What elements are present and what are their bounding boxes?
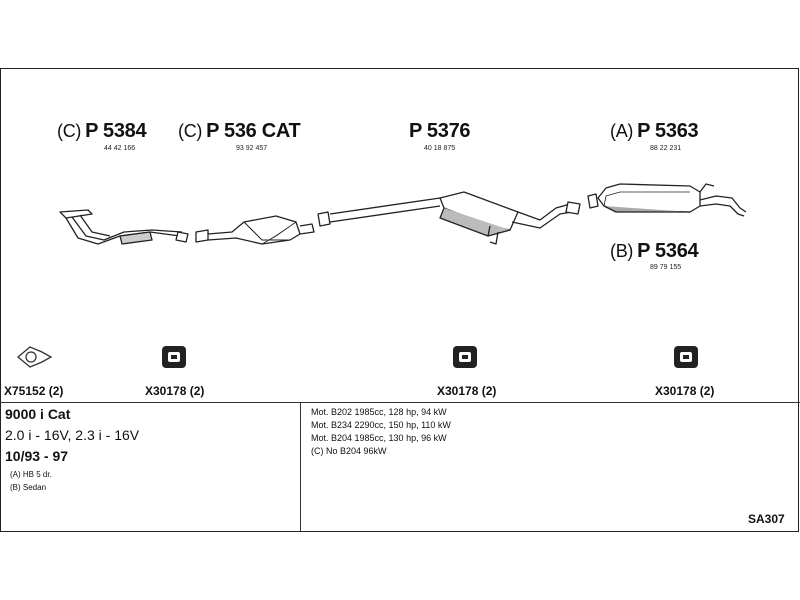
part-code: P 536 CAT bbox=[206, 120, 301, 142]
part-number-rear-a: 88 22 231 bbox=[650, 145, 682, 152]
part-number-middle: 40 18 875 bbox=[424, 145, 456, 152]
downpipe-part[interactable] bbox=[59, 209, 189, 245]
middle-section-part[interactable] bbox=[317, 191, 581, 245]
part-code: P 5384 bbox=[85, 120, 147, 142]
diagram-frame bbox=[0, 68, 799, 532]
gasket-label: X75152 (2) bbox=[4, 384, 64, 398]
part-label-rear-a: (A)P 5363 bbox=[610, 120, 699, 143]
part-number-rear-b: 89 79 155 bbox=[650, 264, 682, 271]
vehicle-variant: 2.0 i - 16V, 2.3 i - 16V bbox=[5, 427, 140, 443]
part-label-rear-b: (B)P 5364 bbox=[610, 240, 699, 263]
clamp-label: X30178 (2) bbox=[437, 384, 497, 398]
part-label-downpipe: (C)P 5384 bbox=[57, 120, 147, 143]
engine-line: Mot. B202 1985cc, 128 hp, 94 kW bbox=[311, 407, 447, 417]
vehicle-model: 9000 i Cat bbox=[5, 406, 71, 422]
part-code: P 5363 bbox=[637, 120, 699, 142]
gasket-icon[interactable] bbox=[16, 346, 53, 368]
info-column-divider bbox=[300, 402, 301, 532]
clamp-label: X30178 (2) bbox=[145, 384, 205, 398]
engine-line: Mot. B204 1985cc, 130 hp, 96 kW bbox=[311, 433, 447, 443]
vehicle-years: 10/93 - 97 bbox=[5, 448, 69, 464]
reference-code: SA307 bbox=[748, 512, 785, 526]
part-label-catalyst: (C)P 536 CAT bbox=[178, 120, 301, 143]
body-type-b: (B) Sedan bbox=[10, 483, 47, 492]
part-label-middle: P 5376 bbox=[409, 120, 471, 143]
part-prefix: (A) bbox=[610, 121, 634, 141]
rear-silencer-part[interactable] bbox=[587, 183, 747, 217]
catalyst-part[interactable] bbox=[195, 215, 315, 245]
part-prefix: (B) bbox=[610, 241, 634, 261]
part-number-catalyst: 93 92 457 bbox=[236, 145, 268, 152]
info-divider bbox=[0, 402, 800, 403]
engine-line: Mot. B234 2290cc, 150 hp, 110 kW bbox=[311, 420, 451, 430]
part-number-downpipe: 44 42 166 bbox=[104, 145, 136, 152]
clamp-label: X30178 (2) bbox=[655, 384, 715, 398]
part-code: P 5364 bbox=[637, 240, 699, 262]
body-type-a: (A) HB 5 dr. bbox=[10, 470, 52, 479]
part-prefix: (C) bbox=[178, 121, 203, 141]
part-prefix: (C) bbox=[57, 121, 82, 141]
part-code: P 5376 bbox=[409, 120, 471, 142]
clamp-icon[interactable] bbox=[162, 346, 186, 368]
clamp-icon[interactable] bbox=[453, 346, 477, 368]
engine-line: (C) No B204 96kW bbox=[311, 446, 387, 456]
clamp-icon[interactable] bbox=[674, 346, 698, 368]
